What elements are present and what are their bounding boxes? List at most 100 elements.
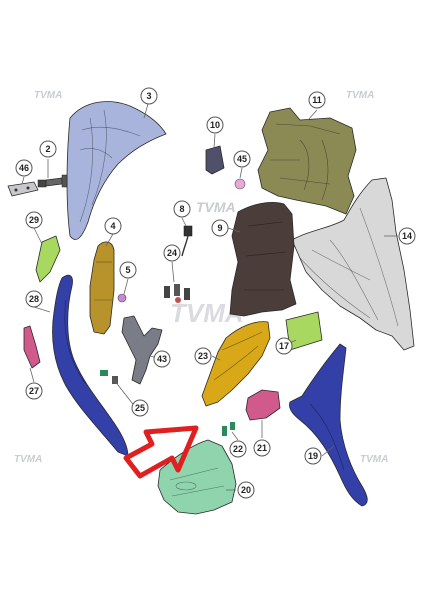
part-pink-trim — [245, 389, 281, 421]
part-small-pink-trim — [23, 325, 41, 369]
callout-label: 45 — [237, 154, 247, 164]
callout-8: 8 — [173, 200, 191, 218]
part-left-side-panel — [52, 274, 129, 457]
callout-label: 9 — [217, 223, 222, 233]
callout-2: 2 — [39, 140, 57, 158]
red-indicator-arrow — [123, 425, 199, 479]
callout-19: 19 — [304, 447, 322, 465]
callout-label: 14 — [402, 231, 412, 241]
callout-label: 24 — [167, 248, 177, 258]
plug-shape — [183, 225, 193, 237]
callout-11: 11 — [308, 91, 326, 109]
dark-clip-shape — [205, 145, 225, 175]
pink-clip-shape — [234, 178, 246, 190]
callout-5: 5 — [119, 261, 137, 279]
part-dark-inner-panel — [229, 202, 297, 317]
callout-label: 28 — [29, 294, 39, 304]
turn-signal-shape — [89, 241, 115, 335]
callout-25: 25 — [131, 399, 149, 417]
right-panel-shape — [289, 343, 368, 507]
left-panel-shape — [52, 274, 129, 457]
callout-22: 22 — [229, 440, 247, 458]
part-washer — [117, 293, 127, 303]
callout-label: 2 — [45, 144, 50, 154]
part-clip-set — [164, 284, 190, 303]
callout-label: 27 — [29, 386, 39, 396]
callout-17: 17 — [275, 337, 293, 355]
callout-24: 24 — [163, 244, 181, 262]
callout-45: 45 — [233, 150, 251, 168]
bolt-shape — [45, 177, 63, 187]
callout-label: 3 — [146, 91, 151, 101]
green-clip-shape — [222, 426, 227, 436]
green-trim-shape — [35, 235, 61, 283]
pink-trim-shape — [23, 325, 41, 369]
callout-46: 46 — [15, 159, 33, 177]
part-leg-shield — [291, 177, 415, 351]
part-bracket-stay — [121, 315, 163, 385]
bracket-shape — [7, 181, 39, 197]
part-lower-green-panel — [157, 439, 237, 515]
part-cable-plug — [181, 225, 193, 257]
headlight-shape — [201, 321, 271, 407]
front-cover-shape — [66, 101, 167, 240]
callout-43: 43 — [153, 350, 171, 368]
watermark-text: TVMA — [14, 454, 42, 465]
part-center-inner-panel — [257, 107, 357, 215]
callout-label: 25 — [135, 403, 145, 413]
callout-label: 5 — [125, 265, 130, 275]
callout-label: 8 — [179, 204, 184, 214]
clip-shape — [164, 286, 170, 298]
callout-27: 27 — [25, 382, 43, 400]
pink-trim-2-shape — [245, 389, 281, 421]
callout-label: 23 — [198, 351, 208, 361]
dark-panel-shape — [229, 202, 297, 317]
part-front-upper-cover — [66, 101, 167, 240]
washer-shape — [117, 293, 127, 303]
callout-label: 21 — [257, 443, 267, 453]
callout-label: 22 — [233, 444, 243, 454]
callout-label: 17 — [279, 341, 289, 351]
callout-10: 10 — [206, 116, 224, 134]
callout-label: 29 — [29, 215, 39, 225]
callout-label: 46 — [19, 163, 29, 173]
callout-23: 23 — [194, 347, 212, 365]
callout-label: 19 — [308, 451, 318, 461]
side-clip-shape — [100, 370, 108, 376]
bracket-stay-shape — [121, 315, 163, 385]
watermark-text: TVMA — [34, 90, 62, 101]
part-bolts — [37, 174, 68, 188]
callout-3: 3 — [140, 87, 158, 105]
part-green-clips — [222, 422, 235, 436]
leg-shield-shape — [291, 177, 415, 351]
watermark-text: TVMA — [346, 90, 374, 101]
watermark-text: TVMA — [196, 199, 236, 215]
lower-panel-shape — [157, 439, 237, 515]
part-right-side-panel — [289, 343, 368, 507]
callout-label: 11 — [312, 95, 322, 105]
part-turn-signal — [89, 241, 115, 335]
callout-4: 4 — [104, 217, 122, 235]
leader-lines — [21, 103, 398, 491]
part-small-green-trim — [35, 235, 61, 283]
callout-label: 4 — [110, 221, 115, 231]
callout-14: 14 — [398, 227, 416, 245]
callout-label: 10 — [210, 120, 220, 130]
callout-9: 9 — [211, 219, 229, 237]
callout-label: 20 — [241, 485, 251, 495]
part-small-bracket — [7, 181, 39, 197]
arrow-shape — [123, 425, 199, 479]
callout-label: 43 — [157, 354, 167, 364]
callout-29: 29 — [25, 211, 43, 229]
part-small-dark-clip — [205, 145, 225, 175]
callout-21: 21 — [253, 439, 271, 457]
part-pink-clip — [234, 178, 246, 190]
center-panel-shape — [257, 107, 357, 215]
callout-20: 20 — [237, 481, 255, 499]
callout-28: 28 — [25, 290, 43, 308]
part-headlight — [201, 321, 271, 407]
watermark-text: TVMA — [360, 454, 388, 465]
part-side-clip — [100, 370, 118, 384]
